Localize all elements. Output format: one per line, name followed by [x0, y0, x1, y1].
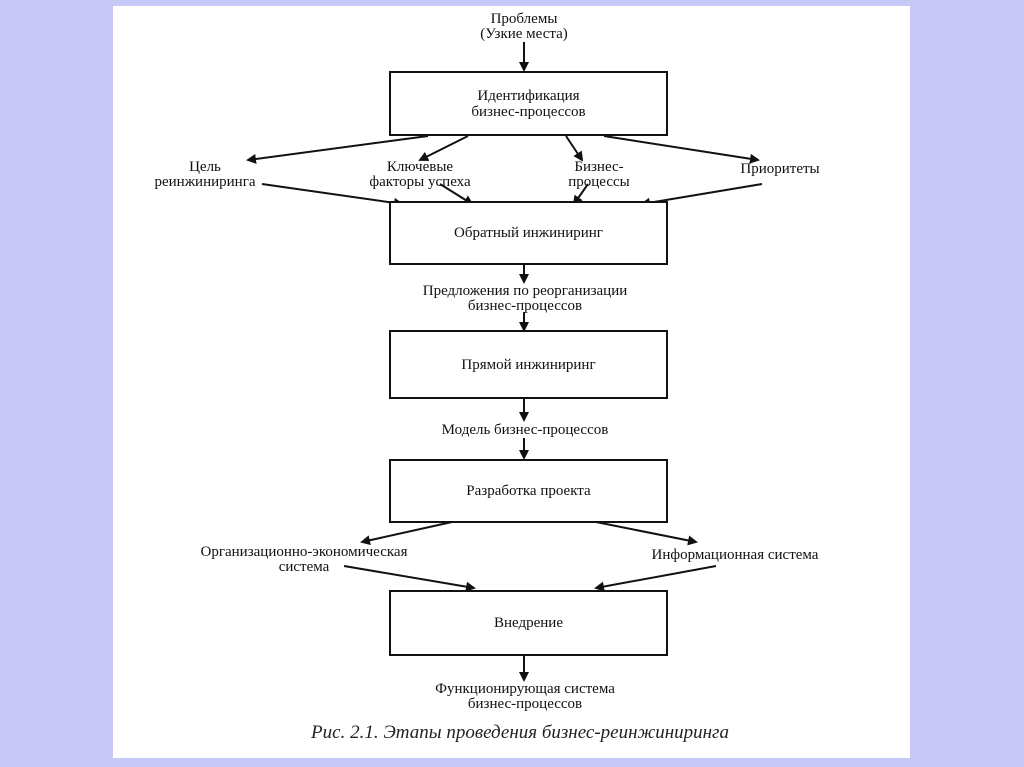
arrow-processes-to-reverse	[572, 183, 589, 206]
figure-caption: Рис. 2.1. Этапы проведения бизнес-реинжи…	[311, 722, 729, 743]
arrow-factors-to-reverse	[439, 183, 474, 206]
org-econ-system-label: Организационно-экономическая система	[200, 544, 408, 575]
functioning-system-label: Функционирующая система бизнес-процессов	[435, 681, 615, 712]
arrow-to-factors	[418, 135, 469, 161]
implementation-box: Внедрение	[389, 590, 668, 656]
project-design-box: Разработка проекта	[389, 459, 668, 523]
reorganization-proposals-label: Предложения по реорганизации бизнес-проц…	[422, 283, 628, 314]
arrow-to-goal	[246, 135, 429, 164]
problems-label: Проблемы (Узкие места)	[480, 11, 568, 42]
business-processes-label: Бизнес- процессы	[568, 159, 630, 190]
arrow-to-processes	[565, 135, 584, 162]
arrow-priorities-to-reverse	[640, 183, 763, 208]
goal-label: Цель реинжиниринга	[154, 159, 256, 190]
success-factors-label: Ключевые факторы успеха	[369, 159, 471, 190]
priorities-label: Приоритеты	[740, 161, 820, 177]
arrow-to-info	[595, 521, 698, 546]
arrow-to-priorities	[603, 135, 760, 164]
arrow-info-to-implementation	[594, 565, 717, 592]
arrow-to-org-econ	[360, 521, 453, 546]
reverse-engineering-box: Обратный инжиниринг	[389, 201, 668, 265]
forward-engineering-box: Прямой инжиниринг	[389, 330, 668, 399]
process-model-label: Модель бизнес-процессов	[441, 422, 609, 438]
information-system-label: Информационная система	[651, 547, 819, 563]
arrow-org-econ-to-implementation	[343, 565, 476, 592]
identification-box: Идентификация бизнес-процессов	[389, 71, 668, 136]
arrow-goal-to-reverse	[261, 183, 404, 208]
